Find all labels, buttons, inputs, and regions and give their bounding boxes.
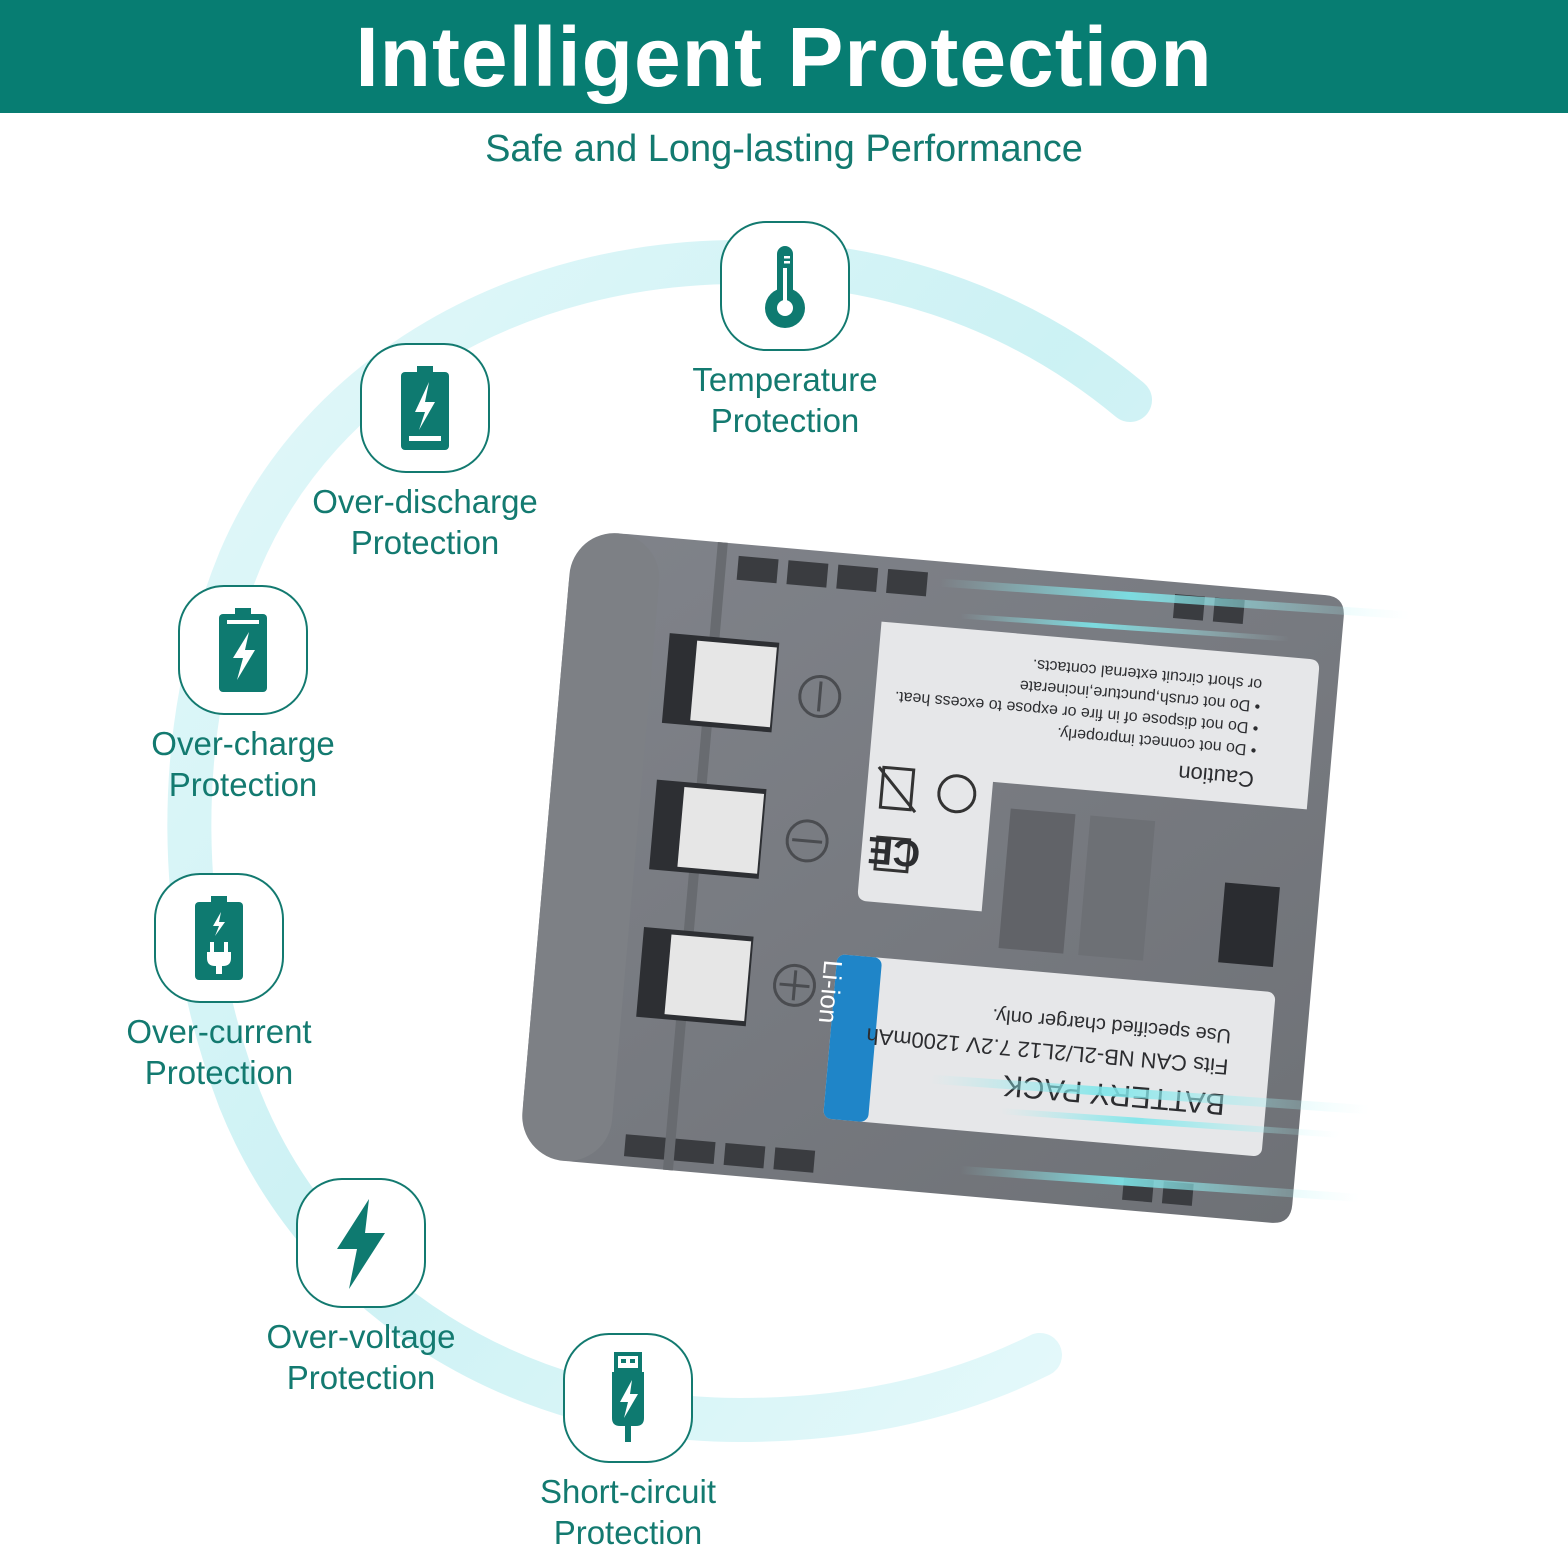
feature-over-voltage-line1: Over-voltage [266, 1318, 456, 1355]
feature-over-discharge: Over-discharge Protection [295, 343, 555, 563]
header-banner: Intelligent Protection [0, 0, 1568, 113]
over-current-icon-box [154, 873, 284, 1003]
feature-short-circuit-line2: Protection [553, 1514, 703, 1551]
over-voltage-icon-box [296, 1178, 426, 1308]
feature-over-voltage: Over-voltage Protection [231, 1178, 491, 1398]
feature-over-current-line2: Protection [144, 1054, 294, 1091]
feature-over-voltage-line2: Protection [286, 1359, 436, 1396]
feature-temperature-line1: Temperature [692, 361, 878, 398]
feature-over-voltage-label: Over-voltage Protection [231, 1316, 491, 1398]
short-circuit-icon-box [563, 1333, 693, 1463]
feature-over-discharge-line1: Over-discharge [312, 483, 538, 520]
feature-over-current: Over-current Protection [89, 873, 349, 1093]
feature-over-discharge-label: Over-discharge Protection [295, 481, 555, 563]
li-ion-badge: Li-ion [813, 959, 848, 1025]
battery-plug-icon [195, 896, 243, 980]
feature-over-charge-line2: Protection [168, 766, 318, 803]
light-streaks [930, 578, 1410, 1202]
over-discharge-icon-box [360, 343, 490, 473]
feature-over-discharge-line2: Protection [350, 524, 500, 561]
thermometer-icon [765, 246, 805, 328]
feature-temperature: Temperature Protection [655, 221, 915, 441]
battery-charge-icon [219, 608, 267, 692]
feature-over-current-line1: Over-current [126, 1013, 312, 1050]
over-charge-icon-box [178, 585, 308, 715]
feature-temperature-line2: Protection [710, 402, 860, 439]
temperature-icon-box [720, 221, 850, 351]
feature-over-charge: Over-charge Protection [113, 585, 373, 805]
feature-short-circuit-line1: Short-circuit [539, 1473, 717, 1510]
ce-mark: CE [866, 828, 922, 874]
subtitle: Safe and Long-lasting Performance [485, 128, 1083, 170]
feature-over-charge-label: Over-charge Protection [113, 723, 373, 805]
battery-bolt-icon [401, 366, 449, 450]
page-title: Intelligent Protection [355, 9, 1213, 104]
usb-bolt-icon [612, 1352, 644, 1442]
feature-over-current-label: Over-current Protection [89, 1011, 349, 1093]
feature-over-charge-line1: Over-charge [151, 725, 335, 762]
lightning-bolt-icon [337, 1199, 385, 1289]
feature-short-circuit-label: Short-circuit Protection [498, 1471, 758, 1553]
feature-temperature-label: Temperature Protection [655, 359, 915, 441]
feature-short-circuit: Short-circuit Protection [498, 1333, 758, 1553]
